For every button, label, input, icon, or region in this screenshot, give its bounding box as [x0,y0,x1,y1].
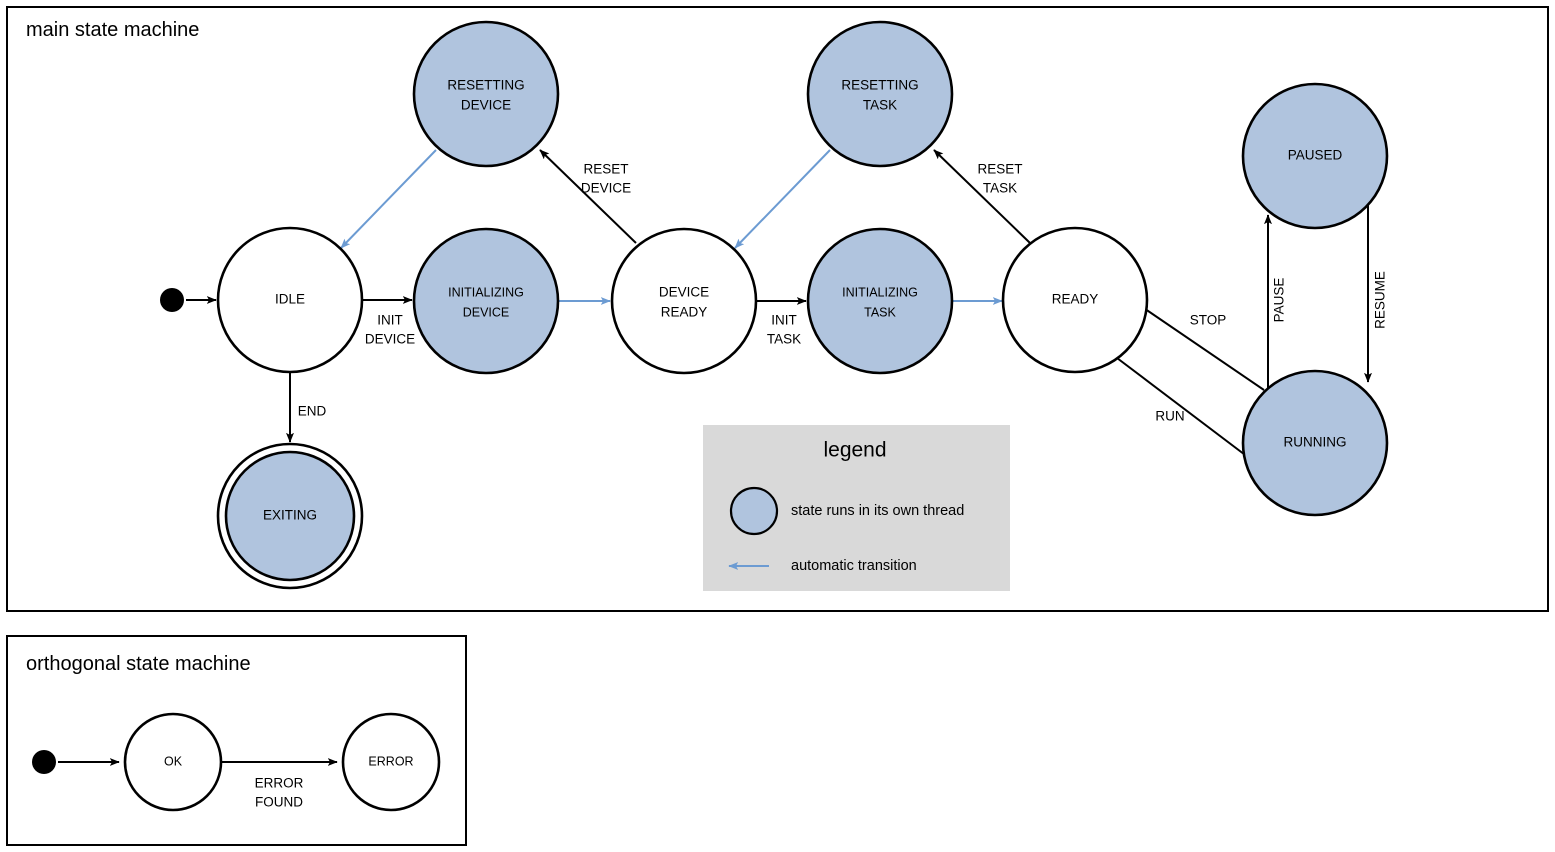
initial-state-dot [160,288,184,312]
state-paused-circle[interactable] [1241,82,1389,230]
main-states: IDLE RESETTING DEVICE INITIALIZING DEVIC… [160,20,1389,590]
state-running-label: RUNNING [1284,435,1347,450]
legend: legend state runs in its own thread auto… [703,425,1010,591]
state-error[interactable]: ERROR [341,712,441,812]
state-exiting-outer-ring [216,442,364,590]
state-paused-label: PAUSED [1288,148,1343,163]
state-device-ready-label-2: READY [661,305,708,320]
state-initializing-device[interactable]: INITIALIZING DEVICE [412,227,560,375]
state-exiting-circle[interactable] [224,450,356,582]
state-ready-label: READY [1052,292,1099,307]
main-transitions: INIT DEVICE RESET DEVICE INIT TASK RESET… [186,149,1388,471]
edge-label-end: END [298,404,327,419]
state-resetting-device[interactable]: RESETTING DEVICE [412,20,560,168]
orthogonal-state-machine-frame: orthogonal state machine ERROR FOUND OK … [6,635,467,846]
state-running-circle[interactable] [1241,369,1389,517]
edge-label-reset-device-1: RESET [583,162,628,177]
legend-thread-swatch-icon [729,486,779,536]
edge-label-reset-device-2: DEVICE [581,181,631,196]
orthogonal-frame-title: orthogonal state machine [26,653,251,675]
state-idle[interactable]: IDLE [216,226,364,374]
state-idle-circle[interactable] [216,226,364,374]
edge-label-init-task-1: INIT [771,313,797,328]
state-resetting-task-circle[interactable] [806,20,954,168]
state-resetting-device-label-2: DEVICE [461,98,511,113]
state-initializing-task-circle[interactable] [806,227,954,375]
state-paused[interactable]: PAUSED [1241,82,1389,230]
edge-label-pause: PAUSE [1272,278,1287,323]
state-exiting-label: EXITING [263,508,317,523]
edge-label-init-device-2: DEVICE [365,332,415,347]
state-resetting-task-label-1: RESETTING [841,78,918,93]
state-initializing-task-label-1: INITIALIZING [842,285,918,299]
edge-label-init-device-1: INIT [377,313,403,328]
state-resetting-device-label-1: RESETTING [447,78,524,93]
edge-label-reset-task-1: RESET [977,162,1022,177]
state-ok-circle[interactable] [123,712,223,812]
edge-resetting-task-to-device-ready [734,149,831,249]
edge-label-run: RUN [1155,409,1184,424]
state-initializing-device-label-2: DEVICE [463,305,510,319]
legend-thread-text: state runs in its own thread [791,503,964,519]
edge-label-reset-task-2: TASK [983,181,1017,196]
state-resetting-task-label-2: TASK [863,98,897,113]
edge-label-error-found-2: FOUND [255,795,303,810]
edge-label-stop: STOP [1190,313,1227,328]
state-exiting[interactable]: EXITING [216,442,364,590]
edge-label-error-found-1: ERROR [255,776,304,791]
state-ok[interactable]: OK [123,712,223,812]
orthogonal-initial-state-dot [32,750,56,774]
edge-ready-to-resetting-task [933,149,1031,244]
state-device-ready-label-1: DEVICE [659,285,709,300]
state-error-circle[interactable] [341,712,441,812]
state-running[interactable]: RUNNING [1241,369,1389,517]
state-device-ready[interactable]: DEVICE READY [610,227,758,375]
main-frame-title: main state machine [26,19,199,41]
state-initializing-task-label-2: TASK [864,305,896,319]
edge-label-resume: RESUME [1373,271,1388,329]
legend-title: legend [823,439,886,462]
state-initializing-device-circle[interactable] [412,227,560,375]
state-idle-label: IDLE [275,292,305,307]
edge-label-init-task-2: TASK [767,332,801,347]
state-device-ready-circle[interactable] [610,227,758,375]
state-resetting-task[interactable]: RESETTING TASK [806,20,954,168]
edge-ready-to-running [1116,357,1266,471]
legend-auto-text: automatic transition [791,558,917,574]
edge-resetting-device-to-idle [340,149,437,249]
state-ok-label: OK [164,754,183,768]
state-initializing-device-label-1: INITIALIZING [448,285,524,299]
state-error-label: ERROR [368,754,413,768]
state-initializing-task[interactable]: INITIALIZING TASK [806,227,954,375]
edge-running-to-ready [1131,299,1265,391]
state-ready[interactable]: READY [1001,226,1149,374]
state-resetting-device-circle[interactable] [412,20,560,168]
edge-device-ready-to-resetting-device [539,149,637,244]
state-ready-circle[interactable] [1001,226,1149,374]
